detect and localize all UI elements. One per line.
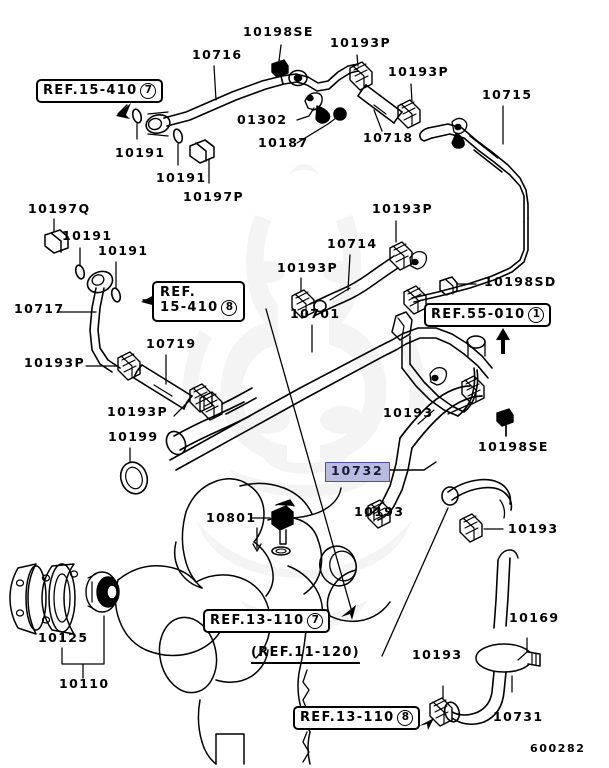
ref-box-circle-number: 1	[528, 307, 545, 323]
callout-10193p-10719: 10193P	[107, 404, 169, 419]
callout-10716: 10716	[192, 47, 243, 62]
callout-01302: 01302	[237, 112, 288, 127]
callout-10198se-right: 10198SE	[478, 439, 549, 454]
ref-box-13-110-8[interactable]: REF.13-110 8	[293, 706, 421, 730]
callout-10193-upper-right: 10193	[383, 405, 434, 420]
ref-box-55-010-1[interactable]: REF.55-010 1	[424, 303, 552, 327]
ref-box-15-410-7[interactable]: REF.15-410 7	[36, 79, 164, 103]
callout-10191-d: 10191	[98, 243, 149, 258]
ref-box-circle-number: 7	[140, 83, 157, 99]
callout-10731: 10731	[493, 709, 544, 724]
diagram-code: 600282	[530, 742, 586, 755]
callout-10193p-10714-left: 10193P	[277, 260, 339, 275]
ref-box-label-line2: 15-410	[160, 299, 219, 315]
ref-plain-11-120[interactable]: (REF.11-120)	[251, 645, 360, 664]
ref-box-circle-number: 8	[397, 710, 414, 726]
ref-box-circle-number: 7	[307, 613, 324, 629]
callout-10110: 10110	[59, 676, 110, 691]
callout-10193-bottom: 10193	[412, 647, 463, 662]
callout-10169: 10169	[509, 610, 560, 625]
callout-10801: 10801	[206, 510, 257, 525]
callout-10125: 10125	[38, 630, 89, 645]
callout-10715: 10715	[482, 87, 533, 102]
callout-10718: 10718	[363, 130, 414, 145]
ref-box-label: REF.13-110	[210, 613, 305, 629]
callout-10198sd: 10198SD	[484, 274, 557, 289]
ref-box-label: REF.15-410	[43, 83, 138, 99]
callout-10701: 10701	[290, 306, 341, 321]
callout-10197q: 10197Q	[28, 201, 91, 216]
ref-box-13-110-7[interactable]: REF.13-110 7	[203, 609, 331, 633]
callout-10193p-top: 10193P	[330, 35, 392, 50]
callout-10193-right: 10193	[508, 521, 559, 536]
callout-10187: 10187	[258, 135, 309, 150]
callout-10193-mid: 10193	[354, 504, 405, 519]
callout-10714: 10714	[327, 236, 378, 251]
callout-10193p-10717: 10193P	[24, 355, 86, 370]
callout-10193p-10714-right: 10193P	[372, 201, 434, 216]
callout-10198se-top: 10198SE	[243, 24, 314, 39]
callout-10717: 10717	[14, 301, 65, 316]
callout-10191-a: 10191	[115, 145, 166, 160]
ref-box-label: REF.13-110	[300, 710, 395, 726]
ref-box-15-410-8[interactable]: REF. 15-410 8	[152, 281, 246, 322]
callout-10191-b: 10191	[156, 170, 207, 185]
callout-10719: 10719	[146, 336, 197, 351]
callout-10199: 10199	[108, 429, 159, 444]
highlighted-part-label[interactable]: 10732	[325, 462, 390, 482]
callout-10191-c: 10191	[62, 228, 113, 243]
ref-box-label: REF.55-010	[431, 307, 526, 323]
ref-box-circle-number: 8	[221, 299, 238, 316]
callout-10193p-10718-right: 10193P	[388, 64, 450, 79]
callout-10197p: 10197P	[183, 189, 245, 204]
ref-box-label-line1: REF.	[160, 285, 196, 300]
